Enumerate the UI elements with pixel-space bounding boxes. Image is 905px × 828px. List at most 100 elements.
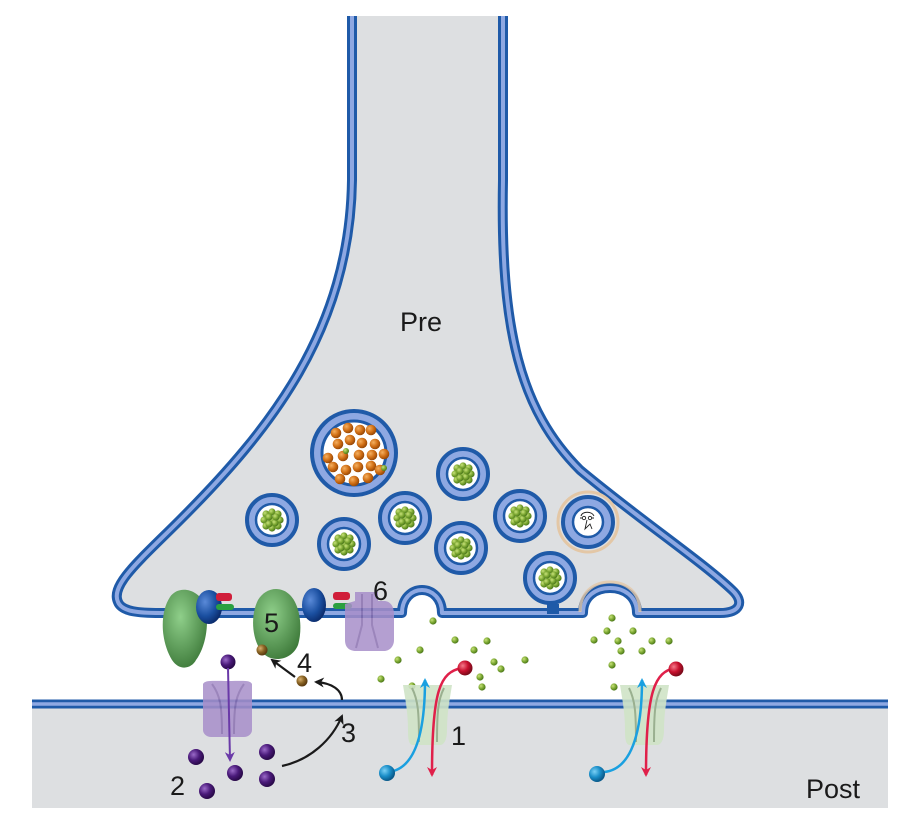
arrow-3-to-membrane — [281, 714, 344, 768]
neurotransmitter-molecule — [271, 519, 279, 527]
neuropeptide-granule — [365, 424, 377, 436]
neuropeptide-granule — [340, 464, 352, 476]
ion-flux-1 — [379, 660, 473, 781]
neurotransmitter-molecule — [343, 543, 351, 551]
neurotransmitter-molecule — [381, 465, 387, 471]
gpcr-complex-left — [162, 589, 234, 668]
neurotransmitter-molecule — [451, 636, 459, 644]
neurotransmitter-molecule — [456, 467, 464, 475]
neurotransmitter-molecule — [497, 665, 505, 673]
neuropeptide-granule — [330, 427, 342, 439]
cyan-influx-arrow — [387, 678, 430, 774]
neuropeptide-granule — [334, 473, 346, 485]
marker-6: 6 — [373, 576, 388, 606]
fusion-pore-ring — [578, 580, 642, 613]
neurotransmitter-molecule — [608, 661, 616, 669]
presynaptic-membrane-inner — [114, 16, 742, 615]
synaptic-vesicle — [378, 491, 432, 545]
synaptic-vesicle — [434, 521, 488, 575]
neuropeptide-granule — [352, 461, 364, 473]
neurotransmitter-molecule — [470, 646, 478, 654]
neurotransmitter-molecule — [476, 673, 484, 681]
neuropeptide-granule — [322, 452, 334, 464]
neurotransmitter-molecule — [483, 637, 491, 645]
arrow-ligand-to-receptor — [270, 658, 296, 678]
neurotransmitter-molecule — [454, 548, 462, 556]
neurotransmitter-molecule — [463, 467, 471, 475]
neurotransmitter-molecule — [394, 656, 402, 664]
synaptic-vesicle — [493, 489, 547, 543]
neurotransmitter-molecule — [543, 578, 551, 586]
vesicle-group — [245, 447, 577, 605]
neurotransmitter-molecule — [603, 627, 611, 635]
ion-flux-2 — [589, 661, 684, 782]
neurotransmitter-molecule — [614, 637, 622, 645]
dense-core-vesicle — [310, 409, 398, 497]
neurotransmitter-molecule — [461, 541, 469, 549]
purple-ion — [199, 783, 215, 799]
neurotransmitter-molecule — [398, 511, 406, 519]
purple-ion — [259, 744, 275, 760]
postsynaptic-cytoplasm — [32, 704, 888, 808]
bound-ligand — [256, 644, 268, 656]
released-neurotransmitter — [377, 614, 673, 691]
label-pre: Pre — [400, 307, 442, 337]
neuropeptide-granule — [353, 449, 365, 461]
neuropeptide-granule — [354, 424, 366, 436]
cyan-ion — [379, 765, 395, 781]
ionotropic-receptor-1 — [403, 685, 452, 745]
synaptic-vesicle — [523, 551, 577, 605]
g-protein-red-right — [333, 592, 350, 600]
label-post: Post — [806, 774, 861, 804]
neurotransmitter-molecule — [337, 544, 345, 552]
cyan-ion — [589, 766, 605, 782]
neurotransmitter-molecule — [608, 614, 616, 622]
neurotransmitter-molecule — [454, 541, 462, 549]
neurotransmitter-molecule — [398, 518, 406, 526]
neurotransmitter-molecule — [429, 617, 437, 625]
cyan-influx-arrow — [603, 678, 647, 774]
neuropeptide-granule — [348, 475, 360, 487]
neuropeptide-granule — [342, 422, 354, 434]
receptor-green-right — [253, 588, 301, 660]
marker-1: 1 — [451, 721, 466, 751]
g-protein-green-left — [216, 604, 234, 610]
docking-stalk — [547, 604, 559, 614]
neuropeptide-granule — [378, 448, 390, 460]
neurotransmitter-molecule — [272, 513, 280, 521]
neurotransmitter-molecule — [478, 683, 486, 691]
face-doodle-icon — [580, 511, 595, 531]
neurotransmitter-molecule — [265, 520, 273, 528]
red-ion — [668, 661, 684, 677]
neurotransmitter-molecule — [416, 646, 424, 654]
purple-ion-flow — [188, 654, 275, 799]
neurotransmitter-molecule — [549, 577, 557, 585]
neurotransmitter-molecule — [344, 537, 352, 545]
purple-ion-extracellular — [220, 654, 236, 670]
neuropeptide-granule — [344, 434, 356, 446]
neuropeptide-granule — [332, 438, 344, 450]
neurotransmitter-molecule — [521, 656, 529, 664]
red-efflux-arrow — [427, 666, 463, 777]
neurotransmitter-molecule — [513, 509, 521, 517]
red-ion — [457, 660, 473, 676]
neurotransmitter-molecule — [543, 571, 551, 579]
neurotransmitter-molecule — [343, 448, 349, 454]
neuropeptide-granule — [369, 438, 381, 450]
purple-ion — [227, 765, 243, 781]
purple-ion-arrow — [224, 667, 235, 762]
neurotransmitter-molecule — [490, 658, 498, 666]
neurotransmitter-molecule — [519, 515, 527, 523]
postsynaptic-region — [32, 699, 888, 808]
synaptic-vesicle — [436, 447, 490, 501]
neurotransmitter-molecule — [550, 571, 558, 579]
arrow-to-ligand — [314, 677, 344, 701]
neurotransmitter-molecule — [590, 636, 598, 644]
g-protein-red-left — [216, 593, 232, 601]
neurotransmitter-molecule — [265, 513, 273, 521]
neurotransmitter-molecule — [520, 509, 528, 517]
purple-ion — [188, 749, 204, 765]
neurotransmitter-molecule — [610, 683, 618, 691]
